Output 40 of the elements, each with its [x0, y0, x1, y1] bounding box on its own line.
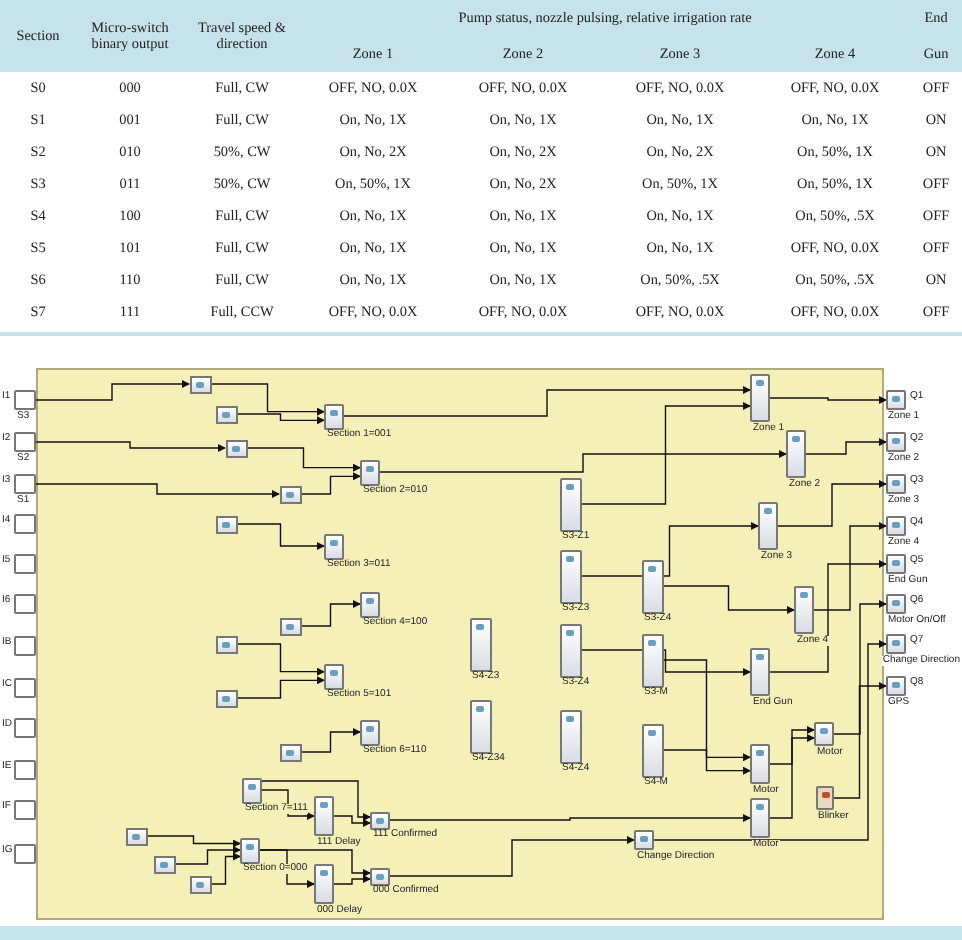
- wire-arrow: [34, 483, 280, 498]
- wire-arrow: [333, 875, 371, 885]
- wire-arrow: [580, 402, 751, 505]
- wire-arrow: [769, 734, 815, 819]
- wire-arrow: [580, 522, 759, 577]
- wire-arrow: [34, 380, 190, 401]
- wire-arrow: [777, 480, 887, 527]
- wire-arrow: [300, 472, 361, 495]
- wire-arrow: [236, 413, 325, 425]
- wire-arrow: [580, 649, 751, 676]
- wire-arrow: [805, 438, 887, 455]
- wire-arrow: [662, 585, 795, 614]
- wire-arrow: [246, 447, 361, 472]
- wire-arrow: [653, 640, 887, 841]
- wire-arrow: [389, 814, 751, 822]
- wire-arrow: [769, 560, 887, 673]
- wire-arrow: [833, 600, 887, 735]
- wire-arrow: [34, 441, 226, 452]
- wire-arrow: [379, 450, 787, 473]
- wire-arrow: [832, 682, 887, 799]
- wire-arrow: [300, 600, 361, 627]
- wire-arrow: [146, 835, 241, 848]
- wire-arrow: [769, 396, 887, 404]
- wire-arrow: [174, 846, 241, 865]
- wire-arrow: [210, 852, 241, 885]
- wire-arrow: [259, 849, 371, 877]
- wire-arrow: [261, 789, 315, 820]
- wire-arrow: [769, 726, 815, 765]
- wire-arrow: [236, 676, 325, 699]
- wire-arrow: [662, 659, 751, 762]
- wire-arrow: [300, 728, 361, 753]
- wire-arrow: [236, 523, 325, 550]
- wire-arrow: [261, 780, 371, 821]
- wire-arrow: [389, 836, 635, 877]
- wire-arrow: [662, 749, 751, 775]
- wire-arrow: [236, 643, 325, 676]
- wire-arrow: [343, 386, 751, 417]
- wire-arrow: [813, 522, 887, 611]
- wire-arrow: [333, 815, 371, 827]
- wire-arrow: [210, 383, 325, 416]
